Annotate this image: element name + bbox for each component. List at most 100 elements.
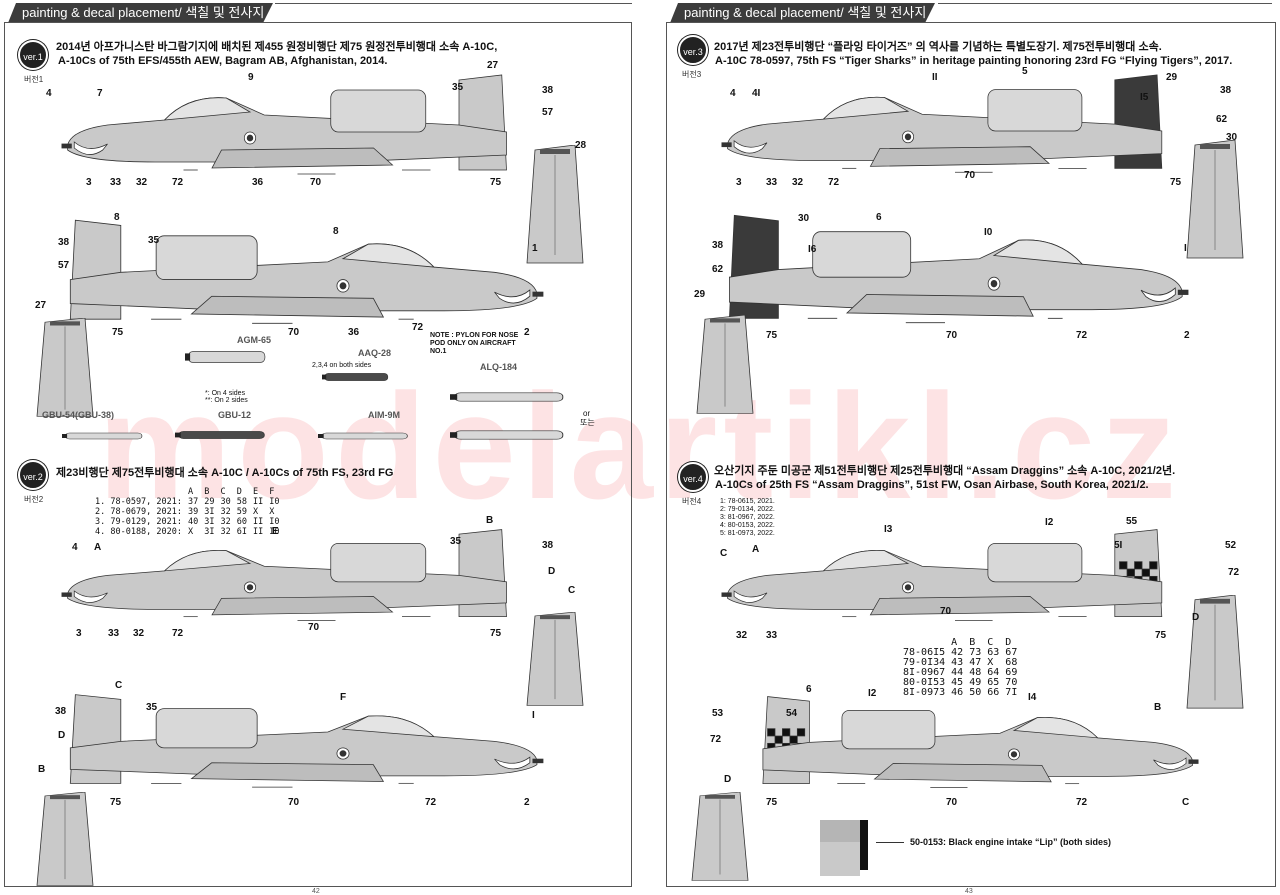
callout: 72 <box>425 797 437 808</box>
version-sub: 버전1 <box>24 75 44 84</box>
tail-fin-drawing <box>696 314 754 414</box>
alq184-label: ALQ-184 <box>480 362 518 372</box>
callout: 7 <box>97 88 103 99</box>
callout: 57 <box>542 107 554 118</box>
callout: 54 <box>786 708 798 719</box>
callout: A <box>94 542 102 553</box>
callout: 70 <box>288 797 300 808</box>
version-sub: 버전2 <box>24 495 44 504</box>
aircraft-side-left <box>720 70 1190 188</box>
cell: 69 <box>1005 667 1018 678</box>
cell: 8I-0973 <box>903 687 946 698</box>
callout: 70 <box>308 622 320 633</box>
cell: 80-0I53 <box>903 677 946 688</box>
callout: 70 <box>946 797 958 808</box>
callout: 5I <box>1114 540 1123 551</box>
cell: 2. 78-0679, 2021: <box>95 507 182 517</box>
callout: 75 <box>1155 630 1167 641</box>
version-sub: 버전3 <box>682 70 702 79</box>
gbu12-label: GBU-12 <box>218 410 252 420</box>
tail-fin-detail <box>525 611 585 707</box>
callout: 75 <box>766 330 778 341</box>
callout: 52 <box>1225 540 1237 551</box>
ver4-title-en: A-10Cs of 25th FS “Assam Draggins”, 51st… <box>715 479 1149 491</box>
callout: 30 <box>1226 132 1238 143</box>
callout: C <box>720 548 728 559</box>
page-number: 43 <box>965 888 973 895</box>
cell: I0 <box>269 527 280 537</box>
callout: 38 <box>542 540 554 551</box>
cell: 63 <box>987 647 1000 658</box>
aircraft-side-right <box>700 210 1190 340</box>
tail-fin-drawing <box>691 791 749 881</box>
callout: 75 <box>112 327 124 338</box>
callout: D <box>724 774 732 785</box>
callout: 35 <box>452 82 464 93</box>
callout: 32 <box>133 628 145 639</box>
callout: I5 <box>1140 92 1149 103</box>
a10-aircraft-drawing <box>61 529 507 621</box>
callout: 29 <box>694 289 706 300</box>
cell: II <box>253 497 264 507</box>
callout: 27 <box>487 60 499 71</box>
callout: 32 <box>736 630 748 641</box>
callout: 2 <box>524 797 530 808</box>
a10-aircraft-drawing <box>721 74 1163 173</box>
cell: 6I <box>236 527 247 537</box>
callout: I <box>532 710 535 721</box>
callout: 62 <box>1216 114 1228 125</box>
ver1-title-ko: 2014년 아프가니스탄 바그람기지에 배치된 제455 원정비행단 제75 원… <box>56 41 498 53</box>
cell: D <box>236 487 242 497</box>
page-left: painting & decal placement/ 색칠 및 전사지붙이기 … <box>4 3 632 895</box>
cell: 79-0I34 <box>903 657 946 668</box>
version-badge: ver.4 <box>678 462 708 492</box>
tail-fin-detail <box>690 791 750 882</box>
aircraft-side-right <box>40 215 545 340</box>
aircraft-list-item: 2: 79-0134, 2022. <box>720 506 775 513</box>
cell: E <box>253 487 259 497</box>
callout: 55 <box>1126 516 1138 527</box>
tail-fin-detail <box>35 791 95 887</box>
tail-fin-detail <box>525 144 585 265</box>
callout: 70 <box>940 606 952 617</box>
version-sub: 버전4 <box>682 497 702 506</box>
weapon-aim9m <box>318 428 413 440</box>
weapon-gbu12 <box>175 428 270 440</box>
aim9m-label: AIM-9M <box>368 410 400 420</box>
callout: B <box>38 764 46 775</box>
aircraft-side-left <box>60 70 535 190</box>
cell: 7I <box>1005 687 1018 698</box>
weapon-alq184 <box>450 428 570 442</box>
page-frame <box>666 22 1276 887</box>
cell: 47 <box>969 657 982 668</box>
callout: 35 <box>148 235 160 246</box>
cell: 30 <box>220 497 231 507</box>
aircraft-side-left <box>60 525 535 635</box>
aircraft-side-left <box>720 525 1190 635</box>
callout: 53 <box>712 708 724 719</box>
cell: 45 <box>951 677 964 688</box>
callout: 28 <box>575 140 587 151</box>
tail-fin-drawing <box>1186 594 1244 709</box>
callout: I <box>1184 243 1187 254</box>
agm65-label: AGM-65 <box>237 335 272 345</box>
cell: 1. 78-0597, 2021: <box>95 497 182 507</box>
tail-fin-detail <box>35 317 95 418</box>
gbu54-label: GBU-54(GBU-38) <box>42 410 115 420</box>
callout: C <box>568 585 576 596</box>
cell: 58 <box>236 497 247 507</box>
cell: F <box>269 487 275 497</box>
cell: 8I-0967 <box>903 667 946 678</box>
cell <box>92 487 185 497</box>
callout: 75 <box>490 177 502 188</box>
cell: 29 <box>204 497 215 507</box>
callout: 33 <box>108 628 120 639</box>
cell: II <box>253 517 264 527</box>
cell: 32 <box>220 527 231 537</box>
callout: 6 <box>876 212 882 223</box>
